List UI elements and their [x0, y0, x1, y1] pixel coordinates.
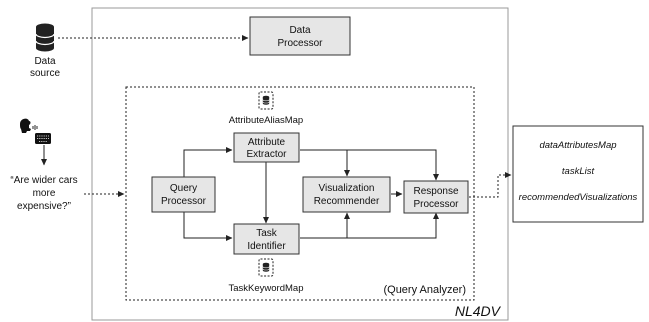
- task-identifier-label-line1: Task: [256, 228, 278, 239]
- data-processor-label-line2: Processor: [277, 38, 323, 49]
- attribute-extractor-label-line2: Extractor: [246, 149, 287, 160]
- connector-query-to-attribute: [183, 147, 233, 177]
- output-item: taskList: [562, 166, 595, 177]
- query-text-line2: more: [33, 188, 56, 199]
- data-source-label-line1: Data: [34, 56, 56, 67]
- query-analyzer-label: (Query Analyzer): [383, 284, 466, 296]
- output-item: dataAttributesMap: [539, 140, 616, 151]
- analyzer-connectors: [183, 147, 439, 241]
- attribute-extractor-label-line1: Attribute: [248, 137, 286, 148]
- visualization-recommender-box: [302, 176, 391, 213]
- query-analyzer-frame: [125, 86, 475, 301]
- keyboard-icon: [35, 133, 51, 144]
- attribute-alias-map-db-icon: [258, 91, 274, 110]
- visualization-recommender-label-line1: Visualization: [319, 183, 375, 194]
- query-processor-label-line1: Query: [170, 183, 197, 194]
- connector-query-to-task: [183, 212, 233, 241]
- query-text-line3: expensive?”: [17, 201, 71, 212]
- visualization-recommender-label-line2: Recommender: [314, 196, 380, 207]
- response-processor-label-line2: Processor: [413, 199, 459, 210]
- nl4dv-label: NL4DV: [455, 303, 502, 319]
- data-processor-box: [249, 16, 351, 56]
- nl4dv-system-frame: [91, 7, 509, 321]
- output-box: [512, 125, 644, 223]
- query-processor-box: [151, 176, 216, 213]
- response-processor-box: [403, 180, 469, 214]
- user-speaking-icon: [20, 118, 38, 133]
- query-text-line1: “Are wider cars: [10, 175, 77, 186]
- task-keyword-map-label: TaskKeywordMap: [229, 283, 304, 294]
- connector-attribute-to-response: [347, 149, 439, 181]
- data-source-label-line2: source: [30, 68, 60, 79]
- data-processor-label-line1: Data: [289, 25, 311, 36]
- attribute-extractor-box: [233, 132, 300, 163]
- query-processor-label-line2: Processor: [161, 196, 207, 207]
- database-icon: [35, 23, 55, 52]
- connector-response-to-output: [469, 172, 512, 198]
- output-item: recommendedVisualizations: [519, 192, 638, 203]
- connector-task-to-response: [347, 212, 439, 239]
- task-keyword-map-db-icon: [258, 258, 274, 277]
- response-processor-label-line1: Response: [413, 186, 458, 197]
- task-identifier-box: [233, 223, 300, 255]
- task-identifier-label-line2: Identifier: [247, 241, 286, 252]
- attribute-alias-map-label: AttributeAliasMap: [229, 115, 303, 126]
